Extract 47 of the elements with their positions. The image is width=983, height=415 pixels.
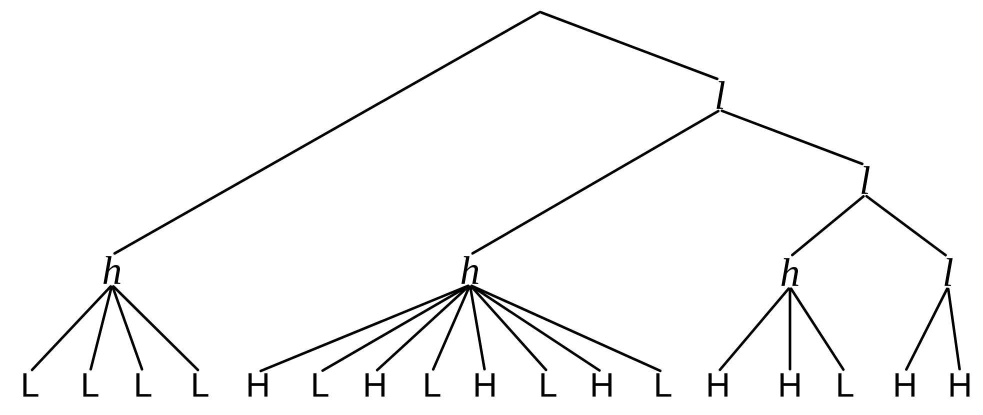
tone-label: L (656, 373, 672, 397)
tree-root-point (538, 10, 542, 14)
tone-letter: h (781, 258, 798, 286)
tree-branch (946, 288, 961, 370)
tone-label: L (425, 373, 440, 397)
tree-branch (432, 286, 470, 371)
tone-label: L (23, 373, 38, 397)
tree-branch (718, 287, 790, 372)
tone-label: H (592, 373, 612, 397)
tone-label: L (838, 373, 854, 397)
tone-letter: l (862, 166, 870, 194)
tree-branch (791, 195, 865, 256)
tone-letter: l (716, 81, 725, 109)
tone-label: H (366, 373, 385, 397)
tree-branch (469, 286, 486, 370)
tree-branch (113, 11, 540, 255)
tone-label: L (83, 373, 98, 397)
tree-branch (470, 284, 662, 372)
tree-branch (321, 284, 470, 372)
tree-branch (865, 194, 947, 256)
tree-branch (259, 284, 470, 372)
tone-label: H (950, 373, 970, 397)
tone-label: L (136, 373, 152, 397)
tone-letter: h (461, 256, 478, 284)
tone-label: H (476, 373, 494, 397)
tree-branch (540, 11, 718, 80)
tree-branch (470, 285, 548, 372)
tree-branch (112, 285, 200, 372)
tree-branch (790, 287, 845, 371)
tree-branch (376, 285, 470, 372)
tree-branch (111, 286, 144, 371)
tree-branch (470, 284, 601, 372)
tree-branch (788, 288, 792, 370)
tone-letter: l (944, 258, 953, 286)
tone-label: H (780, 373, 800, 397)
tone-label: L (193, 373, 208, 397)
tree-branch (30, 285, 112, 372)
tone-label: H (248, 373, 268, 397)
tree-branch (905, 288, 948, 371)
tone-label: H (896, 373, 914, 397)
tree-branch (720, 109, 864, 166)
tree-branch (89, 286, 113, 370)
tree-branch (471, 110, 720, 255)
tone-label: L (541, 373, 556, 397)
tone-letter: h (103, 256, 120, 284)
tone-label: L (313, 373, 328, 397)
tone-label: H (708, 373, 728, 397)
